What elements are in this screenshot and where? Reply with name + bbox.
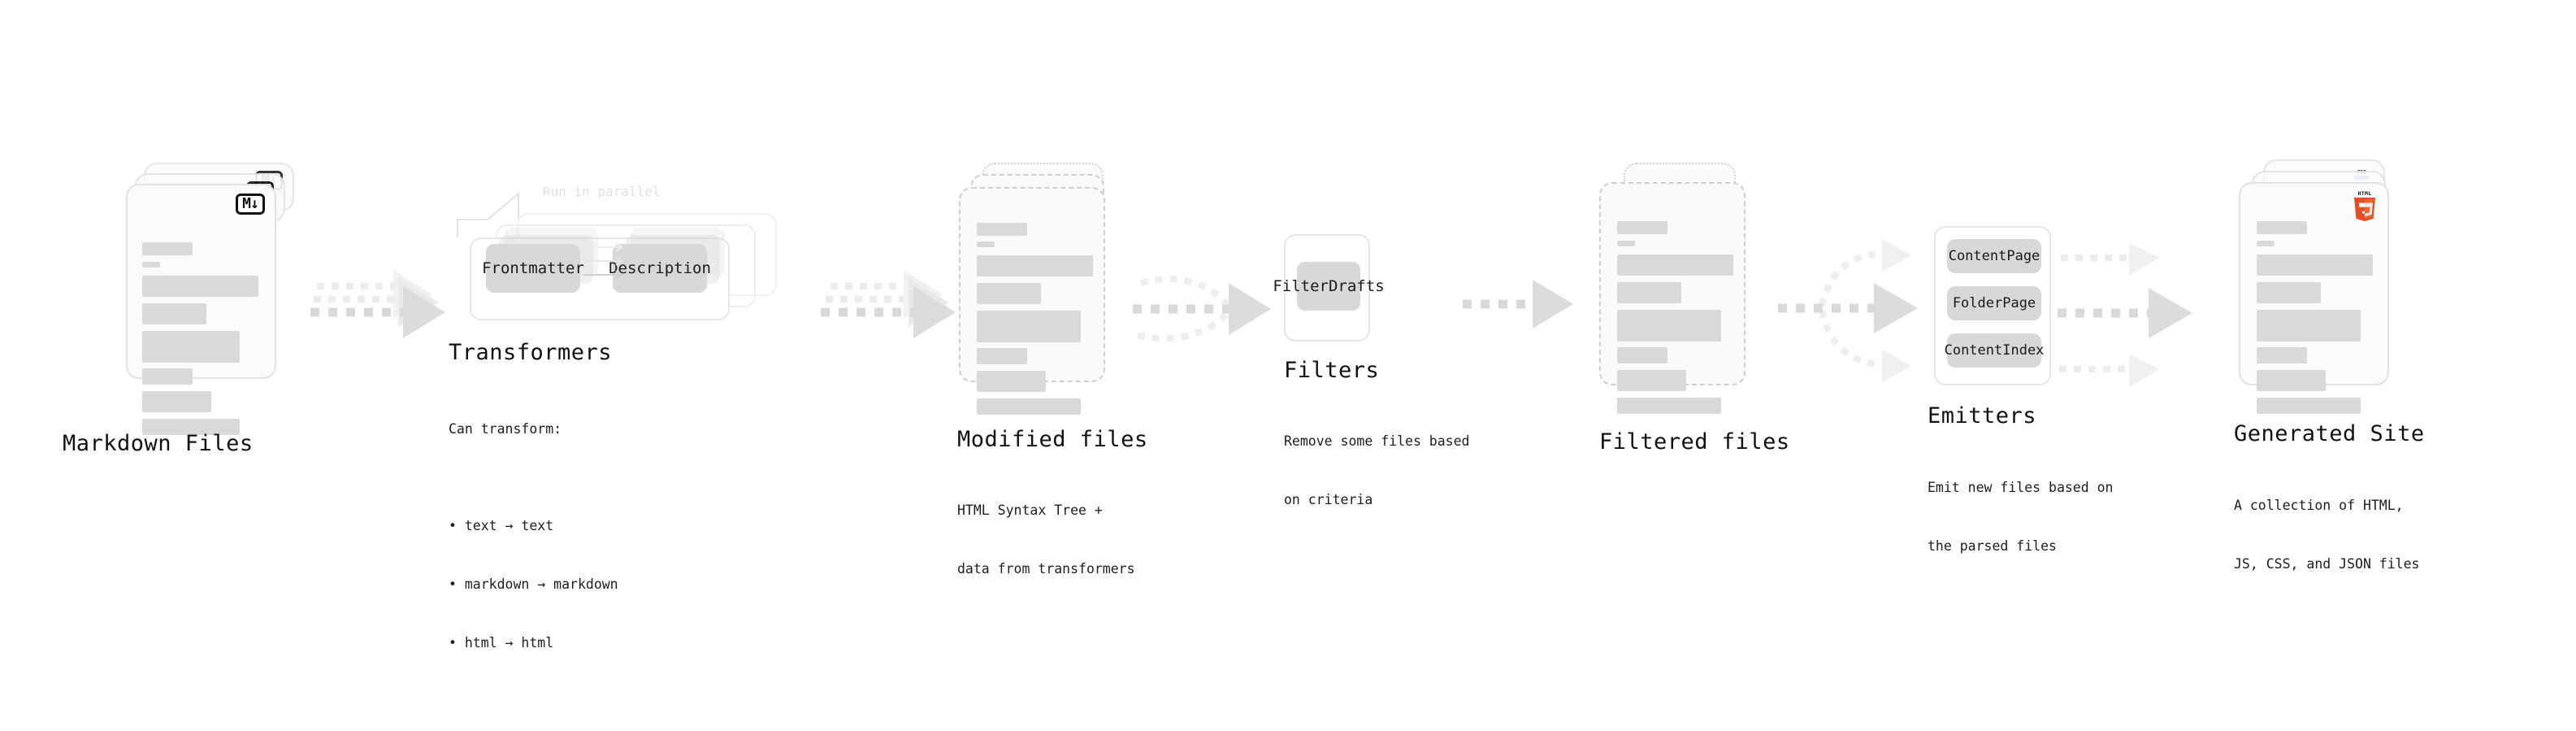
skeleton-line — [2257, 282, 2321, 303]
filtered-card-front — [1599, 182, 1746, 414]
modified-subtitle-line: data from transformers — [957, 560, 1135, 577]
skeleton-line — [2257, 370, 2326, 391]
emitter-pill-label: ContentPage — [1948, 248, 2040, 264]
skeleton-line — [1617, 347, 1667, 363]
skeleton-line — [1617, 221, 1667, 234]
modified-file-stack — [959, 163, 1130, 415]
markdown-card-front: M↓ — [126, 184, 276, 435]
transformer-inner-arrows — [583, 242, 623, 280]
emitter-pill-label: ContentIndex — [1944, 342, 2045, 359]
stage-generated-site: CSS HTML — [2234, 159, 2424, 572]
skeleton-line — [977, 311, 1081, 342]
skeleton-line — [2257, 255, 2373, 276]
skeleton-line — [2257, 310, 2361, 342]
caption-sub-emitters: Emit new files based on the parsed files — [1928, 439, 2113, 594]
skeleton-line — [977, 371, 1046, 392]
skeleton-line — [1617, 282, 1681, 303]
annotation-run-in-parallel: Run in parallel — [543, 184, 661, 199]
emitter-pill-label: FolderPage — [1952, 295, 2036, 311]
skeleton-line — [1617, 370, 1686, 391]
transformer-pill-label: Frontmatter — [482, 259, 584, 277]
stage-filtered-files: Filtered files — [1599, 163, 1789, 455]
filters-group-box: FilterDrafts — [1273, 234, 1385, 342]
transformer-pill-description[interactable]: Description — [609, 244, 711, 293]
emitter-pill-contentindex[interactable]: ContentIndex — [1945, 333, 2044, 368]
skeleton-line — [142, 368, 193, 385]
caption-title-filters: Filters — [1284, 358, 1380, 383]
skeleton-line — [977, 255, 1093, 276]
caption-title-markdown-files: Markdown Files — [63, 431, 254, 456]
caption-title-emitters: Emitters — [1928, 403, 2037, 429]
diagram-canvas: M↓ M↓ M↓ Markdown — [0, 0, 2576, 681]
skeleton-line — [142, 276, 258, 297]
skeleton-line — [2257, 347, 2307, 363]
connector-modified-to-filters — [1133, 276, 1271, 342]
skeleton-line — [977, 398, 1081, 415]
generated-card-front-html: HTML — [2239, 182, 2389, 414]
skeleton-line — [2257, 398, 2361, 414]
connector-transformers-to-modified — [821, 270, 956, 338]
skeleton-line — [1617, 255, 1733, 276]
caption-title-filtered-files: Filtered files — [1599, 429, 1790, 455]
generated-site-file-stack: CSS HTML — [2239, 159, 2418, 420]
svg-text:HTML: HTML — [2358, 190, 2372, 197]
skeleton-line — [977, 241, 995, 247]
caption-title-transformers: Transformers — [449, 340, 613, 365]
skeleton-line — [977, 348, 1027, 364]
emitter-pill-folderpage[interactable]: FolderPage — [1947, 286, 2041, 320]
filters-subtitle-line: Remove some files based — [1284, 433, 1470, 449]
emitters-group-box: ContentPage FolderPage ContentIndex — [1934, 226, 2051, 385]
filter-pill-label: FilterDrafts — [1273, 277, 1385, 295]
markdown-badge-arrow: ↓ — [250, 195, 259, 212]
markdown-badge-front: M↓ — [236, 194, 265, 215]
connector-emitters-to-site — [2058, 243, 2192, 387]
skeleton-line — [1617, 398, 1721, 414]
emitters-subtitle-line: Emit new files based on — [1928, 479, 2114, 495]
transformer-pill-label: Description — [609, 259, 711, 277]
parallel-leader-line — [457, 191, 519, 237]
caption-title-generated-site: Generated Site — [2234, 421, 2425, 446]
filter-pill-filterdrafts[interactable]: FilterDrafts — [1273, 262, 1385, 311]
skeleton-line — [977, 223, 1027, 236]
filtered-file-stack — [1599, 163, 1770, 415]
skeleton-line — [142, 262, 160, 268]
transformers-bullet-list: text → text markdown → markdown html → h… — [449, 478, 618, 692]
skeleton-line — [2257, 221, 2307, 234]
stage-markdown-files: M↓ M↓ M↓ Markdown — [63, 163, 297, 456]
caption-sub-modified-files: HTML Syntax Tree + data from transformer… — [957, 462, 1135, 617]
skeleton-line — [142, 419, 240, 435]
transformers-subtitle-lead: Can transform: — [449, 420, 562, 437]
html5-icon: HTML — [2354, 190, 2375, 221]
caption-sub-transformers: Can transform: text → text markdown → ma… — [449, 381, 618, 731]
transformers-bullet: markdown → markdown — [449, 575, 618, 594]
caption-sub-filters: Remove some files based on criteria — [1284, 393, 1469, 548]
modified-card-front — [959, 187, 1105, 415]
transformers-group-box: Frontmatter Description — [470, 228, 730, 320]
skeleton-line — [142, 242, 193, 255]
connector-filtered-to-emitters — [1778, 239, 1918, 382]
skeleton-line — [142, 391, 211, 412]
emitter-pill-contentpage[interactable]: ContentPage — [1947, 239, 2041, 273]
modified-subtitle-line: HTML Syntax Tree + — [957, 502, 1103, 518]
generated-site-subtitle-line: JS, CSS, and JSON files — [2234, 555, 2420, 572]
skeleton-line — [1617, 310, 1721, 342]
skeleton-line — [142, 331, 240, 363]
connector-filters-to-filtered — [1463, 280, 1573, 329]
transformer-pill-frontmatter[interactable]: Frontmatter — [482, 244, 584, 293]
caption-sub-generated-site: A collection of HTML, JS, CSS, and JSON … — [2234, 457, 2419, 612]
skeleton-line — [142, 303, 206, 324]
generated-site-subtitle-line: A collection of HTML, — [2234, 497, 2404, 513]
skeleton-line — [977, 283, 1041, 304]
caption-title-modified-files: Modified files — [957, 427, 1148, 452]
emitters-subtitle-line: the parsed files — [1928, 537, 2057, 554]
skeleton-line — [1617, 241, 1635, 246]
skeleton-line — [2257, 241, 2275, 246]
stage-modified-files: Modified files HTML Syntax Tree + data f… — [957, 163, 1147, 577]
markdown-file-stack: M↓ M↓ M↓ — [126, 163, 297, 435]
transformers-bullet: html → html — [449, 633, 618, 653]
transformers-bullet: text → text — [449, 516, 618, 536]
markdown-badge-letter: M — [242, 195, 251, 212]
connector-md-to-transformers — [310, 270, 445, 338]
filters-subtitle-line: on criteria — [1284, 491, 1373, 507]
